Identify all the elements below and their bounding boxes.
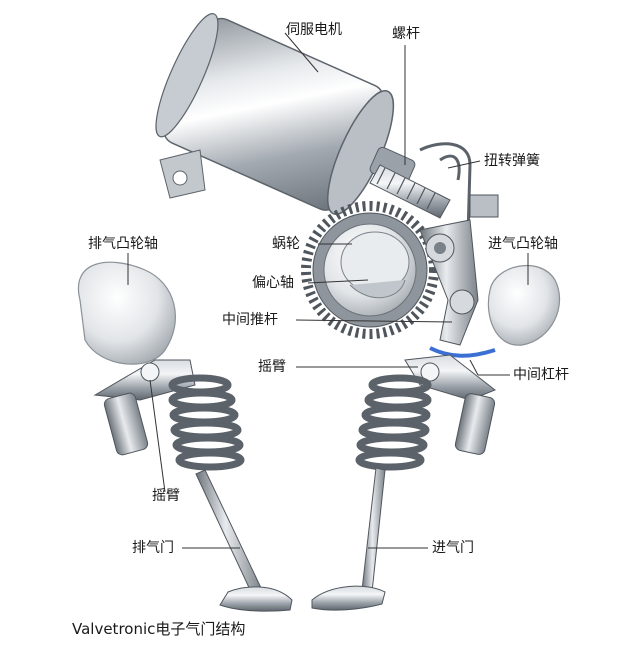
intake-rocker-arm xyxy=(404,354,496,455)
exhaust-valve xyxy=(168,374,293,612)
label-intermediate-push-rod: 中间推杆 xyxy=(222,312,278,328)
label-torsion-spring: 扭转弹簧 xyxy=(484,153,540,169)
worm-screw xyxy=(369,164,451,219)
exhaust-rocker-arm xyxy=(93,359,196,456)
label-rocker-arm-upper: 摇臂 xyxy=(258,359,286,375)
eccentric-shaft xyxy=(340,231,410,299)
label-intake-camshaft: 进气凸轮轴 xyxy=(488,236,558,252)
label-worm-gear: 蜗轮 xyxy=(272,236,300,252)
torsion-spring xyxy=(419,142,472,236)
label-servo-motor: 伺服电机 xyxy=(286,22,342,38)
exhaust-camshaft xyxy=(77,261,176,365)
label-worm-screw: 螺杆 xyxy=(392,26,420,42)
label-eccentric-shaft: 偏心轴 xyxy=(252,275,294,291)
leader-lines xyxy=(127,32,529,549)
label-intermediate-lever: 中间杠杆 xyxy=(513,367,569,383)
intermediate-lever-assembly xyxy=(419,194,499,358)
diagram-caption: Valvetronic电子气门结构 xyxy=(72,620,246,638)
label-exhaust-camshaft: 排气凸轮轴 xyxy=(88,236,158,252)
label-intake-valve: 进气门 xyxy=(432,540,474,556)
label-exhaust-valve: 排气门 xyxy=(132,540,174,556)
intake-valve xyxy=(311,374,432,611)
label-rocker-arm-lower: 摇臂 xyxy=(152,488,180,504)
intake-camshaft xyxy=(487,265,561,346)
